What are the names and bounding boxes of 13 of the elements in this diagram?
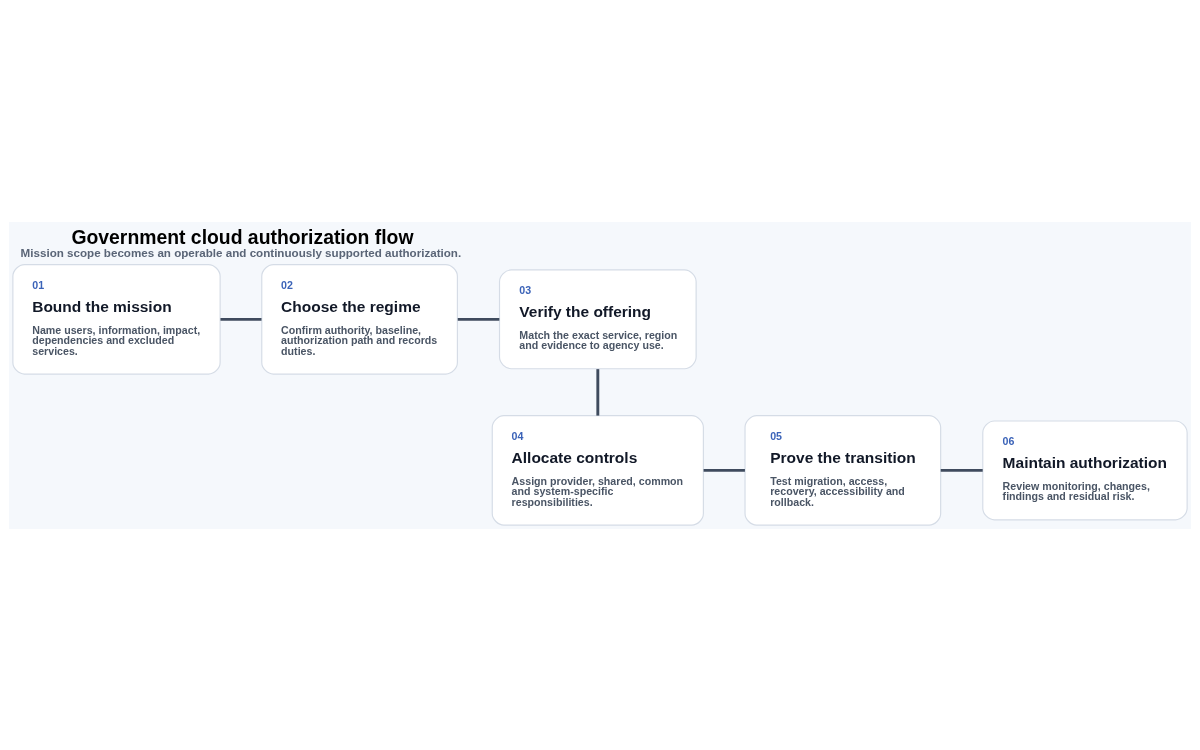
diagram-title: Government cloud authorization flow [71, 225, 414, 248]
node-box: 05 Prove the transition Test migration, access, recovery, accessibility and rollback. [744, 414, 942, 526]
node-box: 04 Allocate controls Assign provider, shared, common and system-specific responsibilities. [491, 414, 704, 526]
connector [703, 468, 745, 472]
caption: Mission scope becomes an operable and continuously supported authorization. [20, 245, 462, 259]
node-box: 06 Maintain authorization Review monitoring, changes, findings and residual risk. [982, 419, 1188, 520]
node-box: 03 Verify the offering Match the exact service, region and evidence to agency use. [498, 268, 697, 369]
node-box: 02 Choose the regime Confirm authority, baseline, authorization path and records duties. [261, 263, 458, 375]
connector [220, 317, 262, 321]
node-box: 01 Bound the mission Name users, information, impact, dependencies and excluded services. [12, 263, 221, 375]
connector [596, 368, 600, 416]
connector [457, 317, 500, 321]
connector [940, 468, 983, 472]
